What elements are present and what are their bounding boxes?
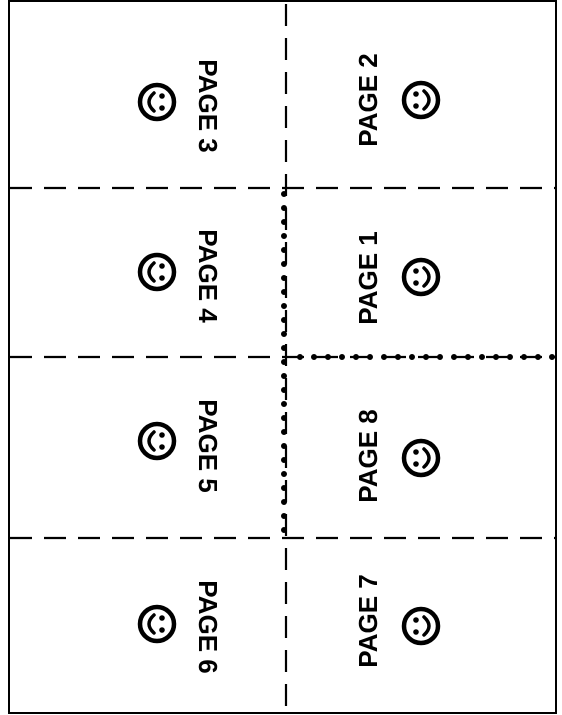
smiley-face-icon: [401, 80, 441, 120]
panel-page-8: PAGE 8: [353, 409, 441, 503]
page-label: PAGE 1: [353, 231, 383, 324]
panel-page-4: PAGE 4: [137, 229, 223, 323]
page-label: PAGE 5: [193, 399, 223, 492]
panel-page-6: PAGE 6: [137, 580, 223, 674]
panel-page-3: PAGE 3: [137, 59, 223, 153]
page-label: PAGE 2: [353, 53, 383, 146]
fold-lines: [10, 4, 556, 712]
smiley-face-icon: [137, 252, 177, 292]
panel-page-7: PAGE 7: [353, 574, 441, 668]
smiley-face-icon: [401, 438, 441, 478]
page-label: PAGE 7: [353, 574, 383, 667]
smiley-face-icon: [137, 82, 177, 122]
smiley-face-icon: [401, 257, 441, 297]
smiley-face-icon: [137, 604, 177, 644]
smiley-face-icon: [401, 606, 441, 646]
page-label: PAGE 6: [193, 580, 223, 673]
smiley-face-icon: [137, 421, 177, 461]
cut-lines: [281, 191, 559, 537]
panel-page-1: PAGE 1: [353, 231, 441, 325]
panel-page-2: PAGE 2: [353, 53, 441, 147]
panel-page-5: PAGE 5: [137, 399, 223, 493]
page-label: PAGE 8: [353, 409, 383, 502]
page-label: PAGE 3: [193, 59, 223, 152]
page-label: PAGE 4: [193, 229, 223, 323]
